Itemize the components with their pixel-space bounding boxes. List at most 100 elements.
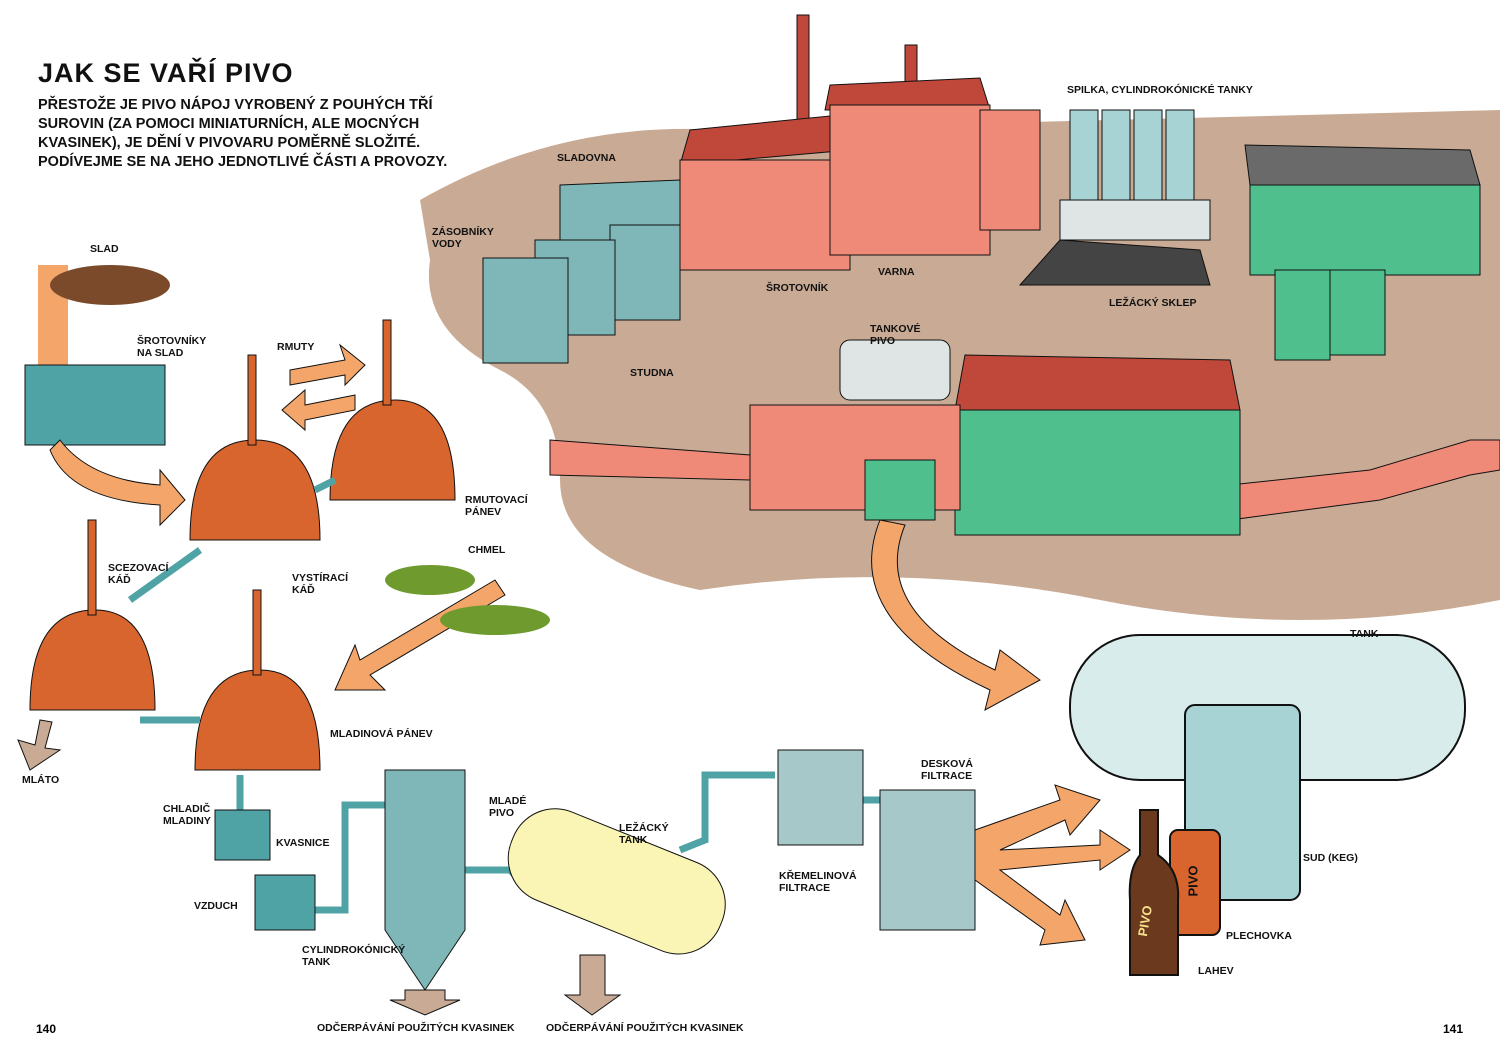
perimeter-wall-right [1229, 439, 1500, 521]
label-line: CHLADIČ [163, 803, 211, 815]
label-lahev: LAHEV [1198, 965, 1234, 977]
tanker-truck [839, 339, 951, 401]
label-line: KÁĎ [108, 574, 131, 586]
label-tank: TANK [1350, 628, 1379, 640]
mill [24, 364, 166, 446]
lager-tank [507, 808, 726, 955]
hops [440, 605, 550, 635]
hops-arrow [334, 579, 506, 691]
page-number-left: 140 [36, 1022, 57, 1036]
label-rmuty: RMUTY [277, 341, 315, 353]
truck [1329, 269, 1386, 356]
truck [1274, 269, 1331, 361]
label-line: TANKOVÉ [870, 323, 921, 335]
water-tanks [482, 224, 681, 364]
drain-arrow [389, 989, 461, 1016]
flow-arrow [871, 519, 1041, 711]
label-line: CYLINDROKÓNICKÝ [302, 944, 406, 956]
label-line: KÁĎ [292, 584, 315, 596]
label-lezacky-sklep: LEŽÁCKÝ SKLEP [1109, 297, 1197, 309]
label-line: VODY [432, 238, 462, 250]
label-line: SCEZOVACÍ [108, 562, 169, 574]
label-srotovnik: ŠROTOVNÍK [766, 282, 829, 294]
label-studna: STUDNA [630, 367, 674, 379]
malt-pile [50, 265, 170, 305]
label-line: MLADINY [163, 815, 211, 827]
intro-line: PODÍVEJME SE NA JEHO JEDNOTLIVÉ ČÁSTI A … [38, 154, 448, 170]
page-number-right: 141 [1443, 1022, 1464, 1036]
bottle [1128, 809, 1180, 976]
label-slad: SLAD [90, 243, 119, 255]
varna-building [829, 104, 991, 256]
copper-vessels [29, 399, 456, 771]
label-sladovna: SLADOVNA [557, 152, 616, 164]
admin-roof [954, 354, 1241, 411]
label-line: FILTRACE [921, 770, 973, 782]
chimney [796, 14, 810, 126]
label-mladinova-panev: MLADINOVÁ PÁNEV [330, 728, 433, 740]
label-line: ZÁSOBNÍKY [432, 226, 494, 238]
label-vzduch: VZDUCH [194, 900, 238, 912]
brewhouse [679, 159, 851, 271]
air-box [254, 874, 316, 931]
flow-arrow [49, 439, 186, 527]
truck [864, 459, 936, 521]
intro-line: KVASINEK), JE DĚNÍ V PIVOVARU POMĚRNĚ SL… [38, 135, 421, 151]
label-chmel: CHMEL [468, 544, 506, 556]
drain-arrow [563, 954, 622, 1016]
kieselguhr-filter [777, 749, 864, 846]
label-line: PÁNEV [465, 506, 502, 518]
label-line: MLADÉ [489, 795, 527, 807]
rmuty-arrow [289, 343, 366, 387]
green-building-roof [1244, 144, 1481, 186]
spilka-tanks [1059, 109, 1211, 241]
intro-text: PŘESTOŽE JE PIVO NÁPOJ VYROBENÝ Z POUHÝC… [38, 96, 447, 172]
rmuty-arrow [281, 388, 356, 432]
green-building [1249, 184, 1481, 276]
label-line: PIVO [489, 807, 515, 819]
label-varna: VARNA [878, 266, 915, 278]
label-line: NA SLAD [137, 347, 184, 359]
can-logo: PIVO [1185, 865, 1201, 897]
label-line: FILTRACE [779, 882, 831, 894]
cylindroconical-tank [384, 769, 466, 991]
hops [385, 565, 475, 595]
label-mlato: MLÁTO [22, 774, 60, 786]
label-line: TANK [302, 956, 331, 968]
plate-filter [879, 789, 976, 931]
intro-line: PŘESTOŽE JE PIVO NÁPOJ VYROBENÝ Z POUHÝC… [38, 97, 433, 113]
label-odcerpavani-1: ODČERPÁVÁNÍ POUŽITÝCH KVASINEK [317, 1022, 515, 1034]
label-line: DESKOVÁ [921, 758, 973, 770]
label-sud: SUD (KEG) [1303, 852, 1358, 864]
label-line: PIVO [870, 335, 896, 347]
label-line: RMUTOVACÍ [465, 494, 528, 506]
intro-line: SUROVIN (ZA POMOCI MINIATURNÍCH, ALE MOC… [38, 116, 420, 132]
page-title: JAK SE VAŘÍ PIVO [38, 58, 294, 88]
admin-building [954, 409, 1241, 536]
lezacky-sklep [1018, 239, 1211, 286]
label-plechovka: PLECHOVKA [1226, 930, 1292, 942]
label-line: LEŽÁCKÝ [619, 822, 669, 834]
label-kvasnice: KVASNICE [276, 837, 330, 849]
mlato-arrow [17, 719, 62, 771]
label-odcerpavani-2: ODČERPÁVÁNÍ POUŽITÝCH KVASINEK [546, 1022, 744, 1034]
label-spilka: SPILKA, CYLINDROKÓNICKÉ TANKY [1067, 84, 1253, 96]
wort-cooler [214, 809, 271, 861]
label-line: KŘEMELINOVÁ [779, 870, 857, 882]
label-line: VYSTÍRACÍ [292, 572, 349, 584]
label-line: TANK [619, 834, 648, 846]
output-arrows [974, 784, 1131, 946]
